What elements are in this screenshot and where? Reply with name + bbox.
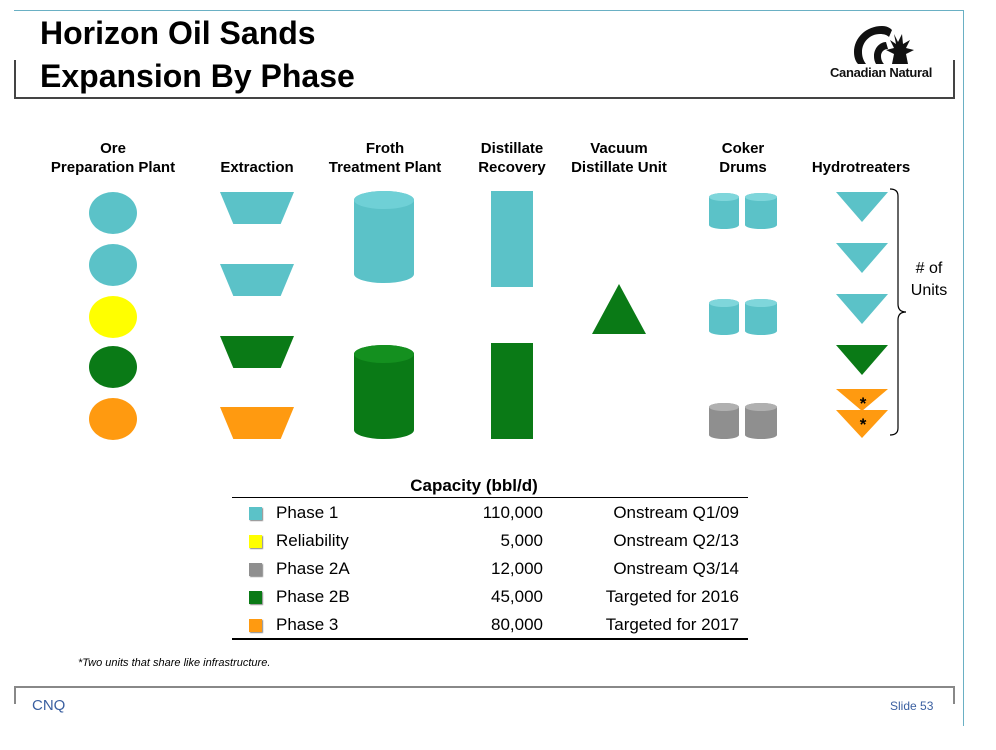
title-bracket — [14, 60, 955, 99]
legend-swatch-reliability — [249, 535, 262, 548]
column-header-line: Recovery — [478, 159, 546, 176]
ore-prep-unit-phase2b — [89, 346, 137, 388]
distillate-recovery-unit-phase2b — [491, 343, 533, 439]
extraction-unit-phase3 — [220, 407, 294, 439]
column-header-line: Vacuum — [590, 140, 648, 157]
capacity-phase-name: Reliability — [276, 531, 349, 550]
legend-swatch-phase2b — [249, 591, 262, 604]
capacity-value: 45,000 — [491, 587, 543, 606]
shared-infrastructure-marker: * — [859, 415, 867, 434]
hydrotreater-unit-phase1 — [836, 294, 888, 324]
capacity-phase-name: Phase 2B — [276, 587, 350, 606]
ore-prep-unit-phase1 — [89, 244, 137, 286]
column-header-line: Treatment Plant — [328, 159, 442, 176]
units-label-line: # of — [915, 260, 943, 277]
footer-company: CNQ — [32, 697, 66, 714]
vacuum-distillate-unit-phase2b — [592, 284, 646, 334]
footnote: *Two units that share like infrastructur… — [78, 657, 271, 669]
column-header-line: Coker — [721, 140, 765, 157]
capacity-row-phase1: Phase 1 110,000 Onstream Q1/09 — [232, 500, 748, 528]
ore-prep-unit-phase1 — [89, 192, 137, 234]
column-header-line: Distillate Unit — [571, 159, 667, 176]
column-header-line: Hydrotreaters — [811, 159, 911, 176]
column-header-distillate-recovery: Distillate Recovery — [468, 139, 556, 177]
froth-treatment-unit-phase1 — [354, 191, 414, 283]
capacity-status: Targeted for 2017 — [605, 615, 739, 634]
extraction-unit-phase1 — [220, 264, 294, 296]
capacity-status: Targeted for 2016 — [605, 587, 739, 606]
hydrotreater-unit-phase1 — [836, 243, 888, 273]
capacity-bottom-rule — [232, 638, 748, 640]
capacity-row-phase2a: Phase 2A 12,000 Onstream Q3/14 — [232, 556, 748, 584]
capacity-value: 80,000 — [491, 615, 543, 634]
coker-drums-phase1 — [709, 299, 777, 335]
column-header-line: Ore — [100, 140, 126, 157]
hydrotreater-unit-phase2b — [836, 345, 888, 375]
capacity-status: Onstream Q1/09 — [613, 503, 739, 522]
capacity-row-reliability: Reliability 5,000 Onstream Q2/13 — [232, 528, 748, 556]
frame-top-line — [14, 10, 964, 11]
title-line-1: Horizon Oil Sands — [40, 15, 316, 51]
ore-prep-unit-reliability — [89, 296, 137, 338]
extraction-unit-phase1 — [220, 192, 294, 224]
capacity-status: Onstream Q3/14 — [613, 559, 739, 578]
coker-drums-phase2a — [709, 403, 777, 439]
hydrotreater-unit-phase1 — [836, 192, 888, 222]
units-label-line: Units — [910, 282, 948, 299]
column-header-hydrotreaters: Hydrotreaters — [804, 139, 918, 177]
logo-mark-icon — [854, 26, 914, 64]
legend-swatch-phase1 — [249, 507, 262, 520]
capacity-phase-name: Phase 3 — [276, 615, 339, 634]
extraction-unit-phase2b — [220, 336, 294, 368]
capacity-value: 5,000 — [500, 531, 543, 550]
units-bracket — [889, 188, 907, 436]
slide-title: Horizon Oil Sands Expansion By Phase — [40, 12, 355, 98]
column-header-line — [804, 139, 918, 158]
column-header-line — [205, 139, 309, 158]
capacity-phase-name: Phase 2A — [276, 559, 350, 578]
column-header-line: Froth — [365, 140, 405, 157]
legend-swatch-phase2a — [249, 563, 262, 576]
frame-right-line — [963, 10, 964, 726]
column-header-froth-treatment: Froth Treatment Plant — [322, 139, 448, 177]
column-header-line: Preparation Plant — [50, 159, 176, 176]
column-header-line: Extraction — [220, 159, 294, 176]
capacity-header: Capacity (bbl/d) — [410, 476, 538, 495]
column-header-line: Distillate — [480, 140, 544, 157]
shared-infrastructure-marker: * — [859, 394, 867, 413]
capacity-row-phase3: Phase 3 80,000 Targeted for 2017 — [232, 612, 748, 640]
column-header-vacuum-distillate: Vacuum Distillate Unit — [562, 139, 676, 177]
capacity-value: 12,000 — [491, 559, 543, 578]
coker-drums-phase1 — [709, 193, 777, 229]
column-header-extraction: Extraction — [205, 139, 309, 177]
distillate-recovery-unit-phase1 — [491, 191, 533, 287]
capacity-phase-name: Phase 1 — [276, 503, 339, 522]
company-logo: Canadian Natural — [822, 22, 940, 84]
ore-prep-unit-phase3 — [89, 398, 137, 440]
logo-text: Canadian Natural — [829, 65, 933, 80]
column-header-ore-preparation: Ore Preparation Plant — [40, 139, 186, 177]
units-label: # of Units — [906, 258, 952, 302]
capacity-row-phase2b: Phase 2B 45,000 Targeted for 2016 — [232, 584, 748, 612]
froth-treatment-unit-phase2b — [354, 345, 414, 439]
column-header-coker-drums: Coker Drums — [700, 139, 786, 177]
column-header-line: Drums — [719, 159, 767, 176]
legend-swatch-phase3 — [249, 619, 262, 632]
slide-number: Slide 53 — [890, 699, 934, 713]
footer-bracket — [14, 686, 955, 704]
capacity-value: 110,000 — [482, 503, 543, 522]
capacity-top-rule — [232, 497, 748, 498]
capacity-status: Onstream Q2/13 — [613, 531, 739, 550]
title-line-2: Expansion By Phase — [40, 58, 355, 94]
